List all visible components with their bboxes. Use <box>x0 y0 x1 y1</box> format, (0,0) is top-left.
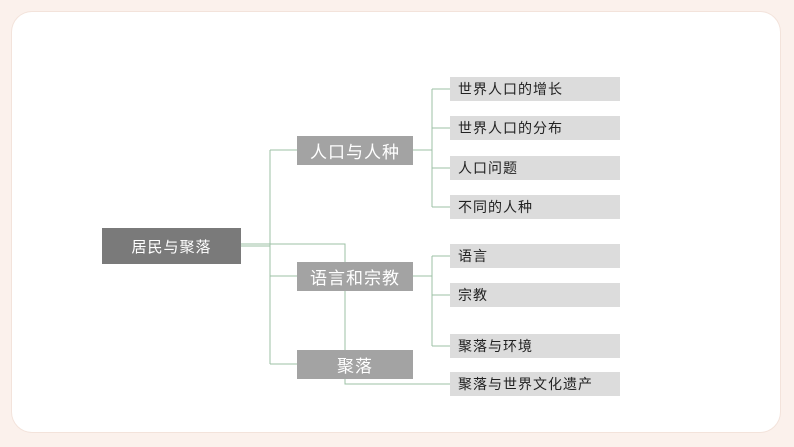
root-node[interactable]: 居民与聚落 <box>102 228 241 264</box>
leaf-node-religion[interactable]: 宗教 <box>450 283 620 307</box>
leaf-node-settlement-heritage[interactable]: 聚落与世界文化遗产 <box>450 372 620 396</box>
leaf-node-settlement-environment[interactable]: 聚落与环境 <box>450 334 620 358</box>
branch-node-settlement[interactable]: 聚落 <box>297 350 413 379</box>
branch-node-population[interactable]: 人口与人种 <box>297 136 413 165</box>
leaf-node-population-growth[interactable]: 世界人口的增长 <box>450 77 620 101</box>
leaf-node-language[interactable]: 语言 <box>450 244 620 268</box>
connector-leaf-last <box>241 243 450 385</box>
leaf-node-races[interactable]: 不同的人种 <box>450 195 620 219</box>
leaf-node-population-problems[interactable]: 人口问题 <box>450 156 620 180</box>
branch-node-language-religion[interactable]: 语言和宗教 <box>297 262 413 291</box>
leaf-node-population-distribution[interactable]: 世界人口的分布 <box>450 116 620 140</box>
